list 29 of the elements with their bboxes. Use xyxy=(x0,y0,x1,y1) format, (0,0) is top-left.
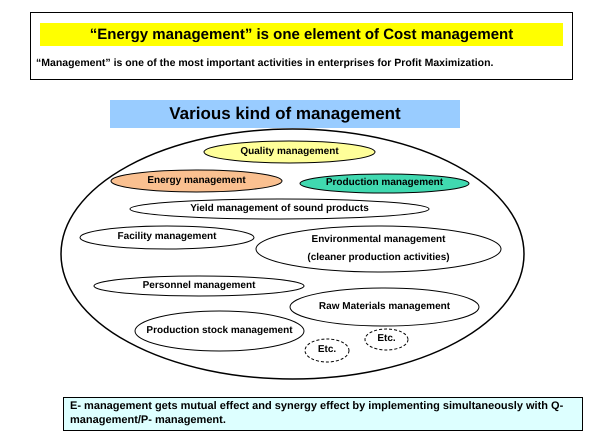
ellipse-label: Environmental management xyxy=(310,234,446,246)
management-ellipse xyxy=(79,225,255,250)
management-ellipse xyxy=(203,140,376,164)
ellipse-label: Personnel management xyxy=(142,280,256,292)
management-ellipse xyxy=(110,169,283,193)
management-ellipse xyxy=(289,287,480,327)
management-ellipse xyxy=(93,275,305,297)
ellipse-label: Production management xyxy=(324,177,444,190)
ellipse-label: Etc. xyxy=(376,333,397,346)
ellipse-label: Facility management xyxy=(116,231,218,244)
management-ellipse xyxy=(304,338,350,363)
ellipse-label: Quality management xyxy=(239,146,340,158)
statement-panel xyxy=(30,12,573,80)
ellipse-label: Raw Materials management xyxy=(318,300,452,314)
scope-ellipse xyxy=(60,128,525,380)
ellipse-label: Production stock management xyxy=(145,324,294,338)
management-ellipse xyxy=(255,225,502,273)
statement-text: “Management” is one of the most important activities in enterprises for Profit Maximization. xyxy=(36,57,494,69)
management-ellipse xyxy=(299,173,470,194)
management-ellipse xyxy=(129,198,430,220)
ellipse-label: (cleaner production activities) xyxy=(306,252,451,264)
ellipse-label: Yield management of sound products xyxy=(189,202,370,216)
heading-banner: “Energy management” is one element of Cost management xyxy=(40,23,563,46)
section-heading: Various kind of management xyxy=(110,100,460,128)
management-ellipse xyxy=(134,310,305,352)
management-ellipse xyxy=(364,328,409,351)
ellipse-label: Etc. xyxy=(316,344,338,357)
ellipse-label: Energy management xyxy=(146,174,247,188)
note-box: E- management gets mutual effect and synergy effect by implementing simultaneously with Q- management/P- management. xyxy=(63,397,583,431)
